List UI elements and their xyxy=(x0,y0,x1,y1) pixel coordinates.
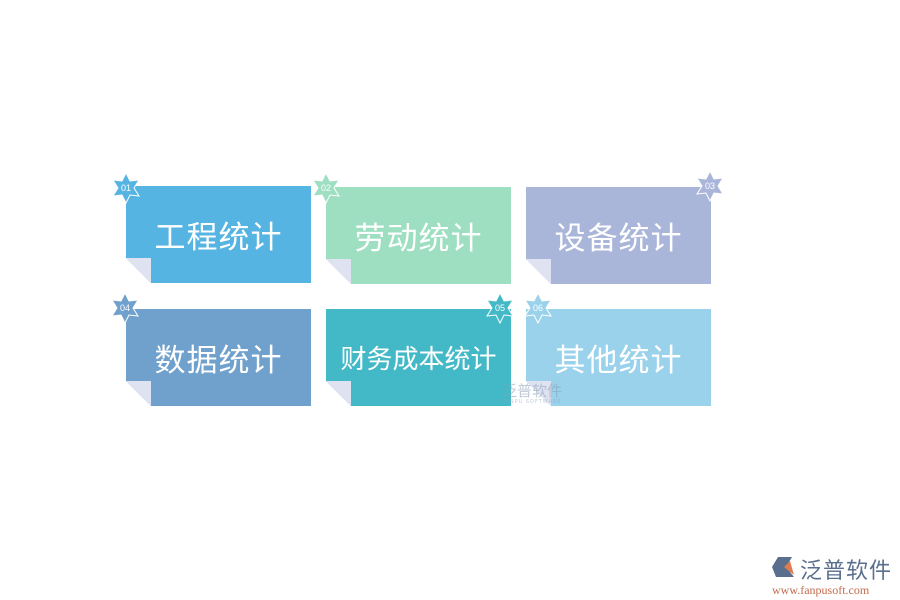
number-badge-star: 01 xyxy=(110,172,142,204)
card-label: 工程统计 xyxy=(154,220,283,256)
number-badge-star: 02 xyxy=(310,172,342,204)
logo-url: www.fanpusoft.com xyxy=(772,583,870,597)
card-background xyxy=(326,309,511,406)
card-label: 劳动统计 xyxy=(354,221,483,257)
number-badge-star: 06 xyxy=(522,292,554,324)
stat-card-04[interactable]: 数据统计 xyxy=(126,309,311,406)
card-background xyxy=(526,187,711,284)
number-badge-star: 03 xyxy=(694,170,726,202)
star-icon xyxy=(486,292,514,324)
badge-number: 06 xyxy=(532,303,543,313)
watermark-name: 泛普软件 xyxy=(502,382,563,400)
star-icon xyxy=(111,292,139,324)
card-label: 设备统计 xyxy=(554,221,683,257)
stat-card-05[interactable]: 财务成本统计 xyxy=(326,309,511,406)
badge-number: 04 xyxy=(119,303,130,313)
star-icon xyxy=(524,292,552,324)
star-icon xyxy=(696,170,724,202)
card-background xyxy=(126,309,311,406)
star-icon xyxy=(312,172,340,204)
stat-card-03[interactable]: 设备统计 xyxy=(526,187,711,284)
watermark-sub: FANPU SOFTWARE xyxy=(502,399,562,405)
badge-number: 03 xyxy=(704,181,715,191)
badge-number: 01 xyxy=(120,183,131,193)
fanpu-logo-icon xyxy=(772,557,794,577)
badge-number: 05 xyxy=(494,303,505,313)
brand-logo: 泛普软件 www.fanpusoft.com xyxy=(772,553,892,598)
card-background xyxy=(326,187,511,284)
number-badge-star: 04 xyxy=(109,292,141,324)
stat-card-02[interactable]: 劳动统计 xyxy=(326,187,511,284)
card-background xyxy=(526,309,711,406)
card-label: 数据统计 xyxy=(154,343,283,379)
number-badge-star: 05 xyxy=(484,292,516,324)
card-label: 其他统计 xyxy=(554,343,683,379)
card-background xyxy=(126,186,311,283)
stat-card-06[interactable]: 其他统计 xyxy=(526,309,711,406)
badge-number: 02 xyxy=(320,183,331,193)
card-label: 财务成本统计 xyxy=(340,345,497,375)
star-icon xyxy=(112,172,140,204)
stat-card-01[interactable]: 工程统计 xyxy=(126,186,311,283)
logo-name: 泛普软件 xyxy=(800,559,893,584)
